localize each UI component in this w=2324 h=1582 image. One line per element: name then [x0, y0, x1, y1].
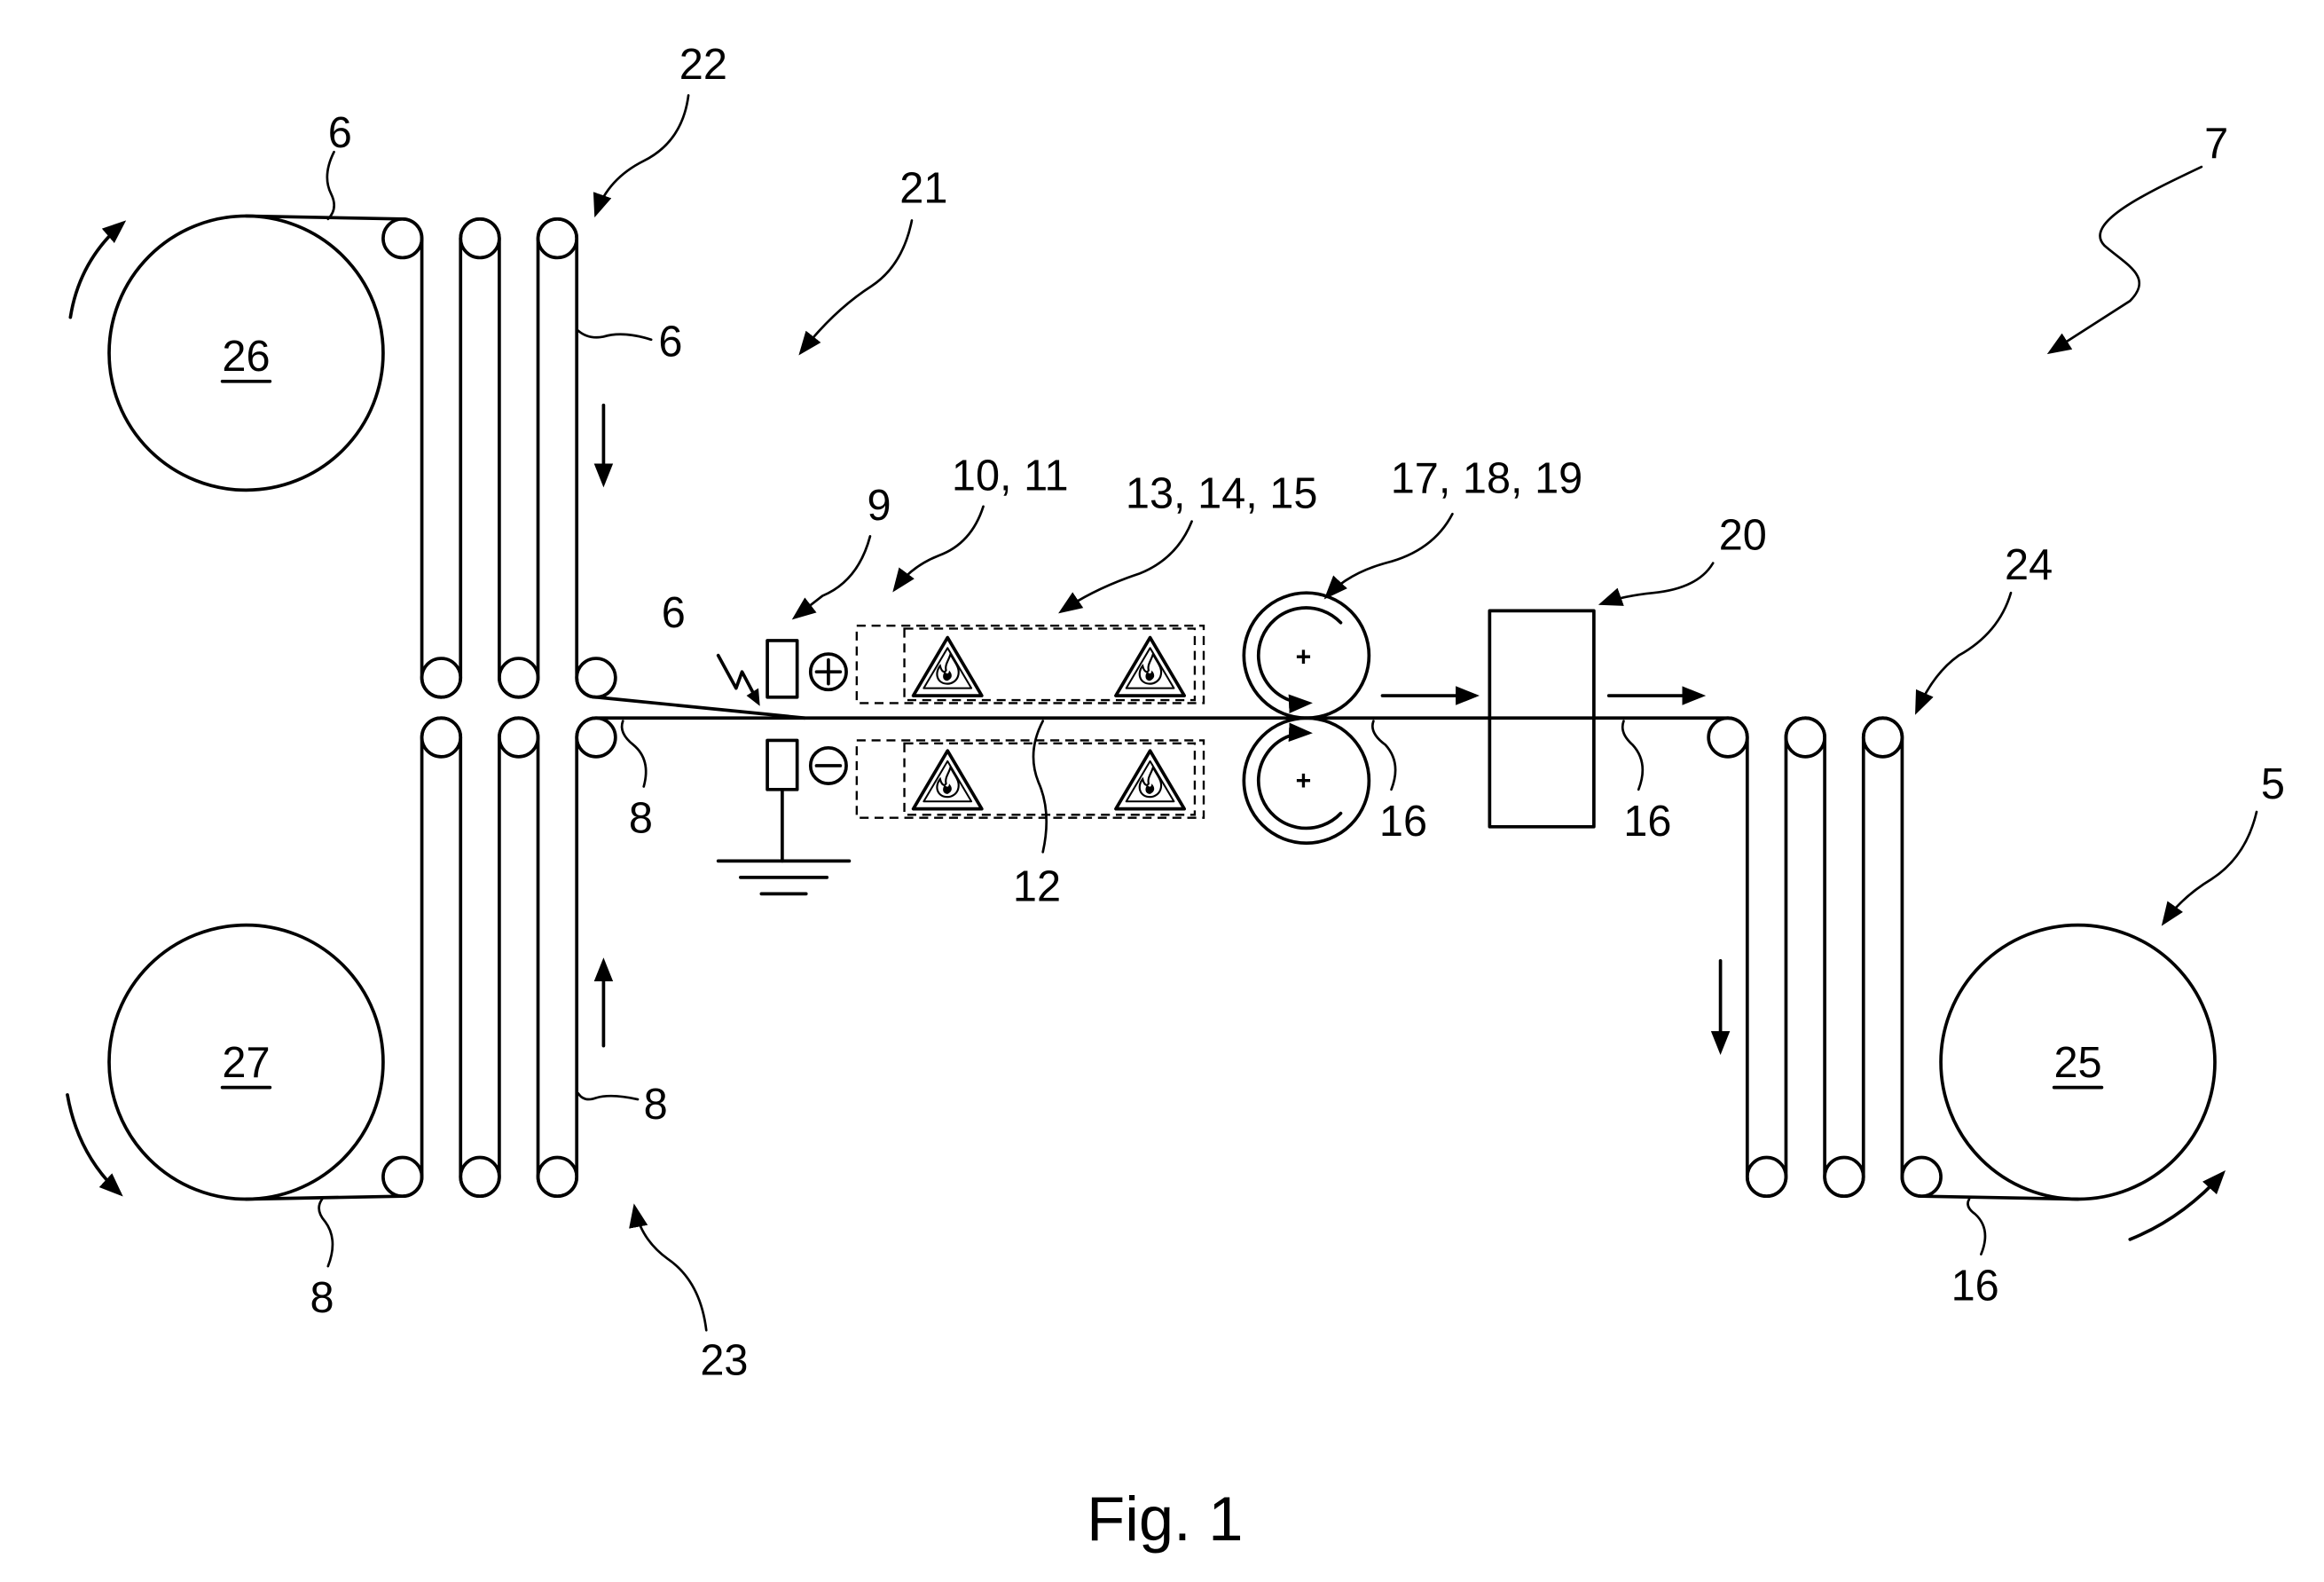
leader-16-a: [1371, 720, 1397, 791]
leader-arrow-13-14-15: [1058, 520, 1193, 614]
rotation-arrow-roll-26: [68, 220, 127, 319]
treatment-zone-upper-outer: [855, 624, 1205, 704]
label-21: 21: [899, 164, 947, 212]
guide-roller: [459, 1155, 501, 1199]
guide-roller: [420, 657, 463, 699]
upper-roller-sign: +: [1296, 642, 1312, 672]
guide-roller: [1784, 716, 1826, 759]
label-7: 7: [2204, 120, 2228, 168]
guide-roller: [420, 716, 463, 759]
ground-icon: [716, 787, 852, 896]
leader-arrow-22: [593, 94, 690, 218]
lightning-icon: [716, 653, 758, 699]
label-16-c: 16: [1951, 1263, 1999, 1310]
guide-roller: [575, 657, 617, 699]
leader-16-b: [1621, 720, 1645, 791]
label-9: 9: [867, 482, 891, 530]
label-22: 22: [679, 41, 727, 89]
label-17-18-19: 17, 18, 19: [1391, 455, 1583, 503]
web-8: [244, 716, 1730, 1201]
guide-roller: [1900, 1155, 1943, 1199]
label-26: 26: [222, 333, 270, 381]
treatment-zone-lower-inner: [903, 742, 1197, 816]
leader-8-mid: [577, 1091, 640, 1101]
guide-roller: [1745, 1155, 1788, 1199]
leader-arrow-23: [629, 1203, 708, 1332]
guide-roller: [575, 716, 617, 759]
treatment-zone-upper-inner: [903, 627, 1197, 702]
electrode-lower: [766, 738, 799, 791]
guide-roller: [1823, 1155, 1865, 1199]
rotation-arrow-lower-roller: [1256, 722, 1343, 830]
leader-arrow-20: [1598, 562, 1715, 606]
label-10-11: 10, 11: [952, 452, 1069, 500]
label-24: 24: [2005, 541, 2053, 589]
guide-roller: [536, 1155, 579, 1199]
guide-roller: [498, 657, 540, 699]
figure-caption: Fig. 1: [1087, 1484, 1243, 1554]
lower-roller-sign: +: [1296, 767, 1312, 796]
leader-arrow-21: [798, 219, 914, 356]
web-16: [1726, 716, 2080, 1201]
label-8-mid: 8: [644, 1081, 668, 1129]
flame-warning-icon: [1114, 635, 1187, 697]
leader-6-top: [326, 150, 335, 221]
minus-circle-icon: [808, 745, 848, 785]
guide-roller: [1861, 716, 1904, 759]
label-16-a: 16: [1379, 798, 1427, 846]
guide-roller: [536, 216, 579, 260]
label-6-lower: 6: [662, 589, 686, 637]
leader-arrow-5: [2161, 810, 2258, 926]
leader-arrow-24: [1915, 591, 2013, 715]
label-8-upper: 8: [629, 795, 653, 843]
label-6-top: 6: [328, 109, 352, 157]
lightning-arrowhead: [746, 688, 760, 706]
label-8-bottom: 8: [310, 1274, 334, 1322]
label-27: 27: [222, 1039, 270, 1087]
label-12: 12: [1013, 863, 1061, 911]
label-16-b: 16: [1623, 798, 1671, 846]
plus-circle-icon: [808, 652, 848, 692]
flame-warning-icon: [911, 635, 984, 697]
label-5: 5: [2261, 760, 2285, 808]
label-20: 20: [1719, 512, 1767, 560]
label-25: 25: [2053, 1039, 2101, 1087]
treatment-zone-lower-outer: [855, 739, 1205, 819]
electrode-upper: [766, 639, 799, 699]
laminating-roller-lower: [1242, 716, 1371, 846]
leader-16-c: [1967, 1198, 1987, 1255]
leader-arrow-9: [791, 535, 872, 620]
guide-roller: [498, 716, 540, 759]
leader-8-upper: [620, 720, 648, 788]
leader-8-bottom: [318, 1198, 334, 1268]
leader-arrow-17-18-19: [1323, 512, 1454, 600]
guide-roller: [381, 1155, 424, 1199]
guide-roller: [459, 216, 501, 260]
leader-12: [1032, 720, 1048, 854]
unit-20-box: [1488, 609, 1596, 829]
web-6: [244, 214, 806, 720]
rotation-arrow-roll-27: [66, 1093, 123, 1197]
leader-6-mid: [577, 329, 653, 342]
label-23: 23: [700, 1337, 748, 1385]
flame-warning-icon: [911, 749, 984, 811]
flame-warning-icon: [1114, 749, 1187, 811]
leader-arrow-7: [2046, 165, 2203, 355]
label-13-14-15: 13, 14, 15: [1126, 470, 1318, 518]
rotation-arrow-roll-25: [2128, 1169, 2226, 1241]
label-6-mid: 6: [658, 318, 682, 366]
guide-roller: [381, 216, 424, 260]
guide-roller: [1707, 716, 1749, 759]
rotation-arrow-upper-roller: [1256, 606, 1343, 713]
leader-arrow-10-11: [892, 505, 985, 593]
